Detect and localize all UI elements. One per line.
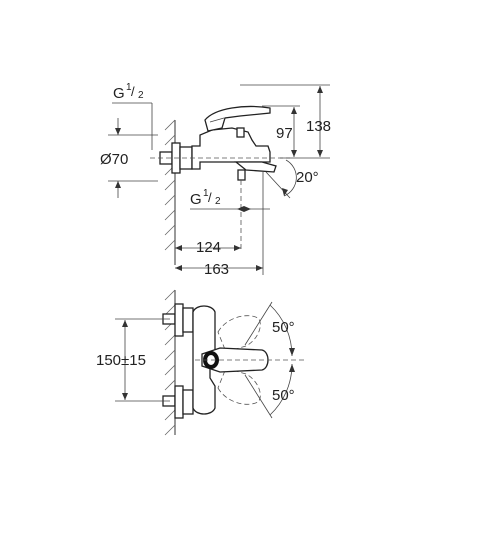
- dim-heights: 138 97: [240, 84, 331, 159]
- height-97-label: 97: [276, 125, 293, 142]
- dim-g-half-top: G 1 / 2: [112, 82, 153, 150]
- dim-g-half-spout: G 1 / 2: [190, 188, 270, 212]
- height-138-label: 138: [306, 118, 331, 135]
- g-half-top-den: 2: [138, 90, 144, 101]
- angle-50-bottom-label: 50°: [272, 387, 295, 404]
- mixer-body: [191, 105, 277, 181]
- dim-angle-20: 20°: [265, 159, 319, 199]
- g-half-mid-base: G: [190, 191, 202, 208]
- wall-hatch-bottom: [164, 289, 176, 436]
- dim-angle-50-bottom: 50°: [244, 363, 295, 419]
- angle-50-top-label: 50°: [272, 319, 295, 336]
- diameter-70-label: Ø70: [100, 151, 128, 168]
- g-half-mid-den: 2: [215, 196, 221, 207]
- angle-20-label: 20°: [296, 169, 319, 186]
- wall-hatch-top: [164, 119, 176, 265]
- g-half-mid-sup: 1: [203, 188, 209, 199]
- lever-ghost-down: [217, 367, 261, 405]
- lever-ghost-up: [217, 315, 261, 353]
- side-view: G 1 / 2 Ø70 138: [100, 82, 331, 278]
- dim-diameter-70: Ø70: [100, 118, 158, 198]
- width-163-label: 163: [204, 261, 229, 278]
- g-half-top-sup: 1: [126, 82, 132, 93]
- dim-widths: 124 163: [175, 172, 264, 278]
- svg-text:/: /: [208, 190, 212, 205]
- spacing-150-label: 150±15: [96, 352, 146, 369]
- svg-text:/: /: [131, 84, 135, 99]
- dim-angle-50-top: 50°: [244, 301, 295, 357]
- g-half-top-base: G: [113, 85, 125, 102]
- dim-spacing-150: 150±15: [96, 318, 170, 402]
- width-124-label: 124: [196, 239, 221, 256]
- front-view: 50° 50° 150±15: [96, 289, 305, 436]
